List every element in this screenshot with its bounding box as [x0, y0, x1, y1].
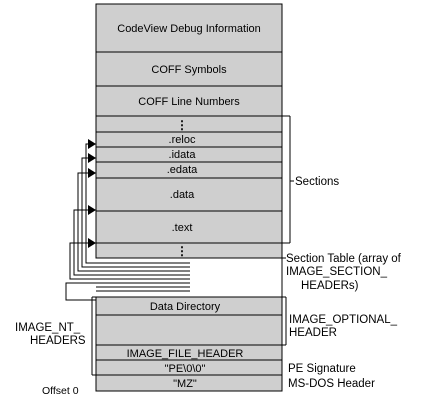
coff-line-numbers-label: COFF Line Numbers — [138, 96, 240, 108]
nt-headers-bracket — [91, 296, 96, 376]
codeview-label: CodeView Debug Information — [117, 23, 261, 35]
idata-label: .idata — [169, 149, 197, 161]
mz-value-label: "MZ" — [173, 378, 197, 390]
ellipsis-top-block — [95, 115, 283, 133]
optional-header-bracket — [282, 296, 287, 346]
offset-label: Offset 0 — [42, 385, 79, 397]
coff-symbols-label: COFF Symbols — [151, 64, 227, 76]
image-file-header-label: IMAGE_FILE_HEADER — [127, 348, 244, 360]
codeview-block — [95, 3, 283, 53]
section-table-label-line3: HEADERs) — [301, 280, 359, 292]
arrowhead-edata — [88, 168, 96, 178]
mz-block — [95, 374, 283, 392]
section-table-rows — [96, 257, 282, 292]
edata-label: .edata — [167, 164, 198, 176]
arrowhead-data — [88, 205, 96, 215]
arrowhead-reloc — [88, 139, 96, 149]
section-table-label-line1: Section Table (array of — [286, 253, 402, 265]
optional-header-label-line1: IMAGE_OPTIONAL_ — [289, 314, 398, 326]
arrowhead-idata — [88, 153, 96, 163]
text-label: .text — [172, 222, 193, 234]
sections-bracket — [282, 115, 294, 244]
nt-headers-label-line1: IMAGE_NT_ — [15, 322, 81, 334]
sections-label: Sections — [295, 176, 339, 188]
section-table-bracket — [281, 243, 286, 297]
arrowhead-text — [88, 238, 96, 248]
ellipsis-bottom-label: ⋮ — [176, 244, 188, 258]
reloc-label: .reloc — [169, 134, 196, 146]
ellipsis-bottom-block — [95, 242, 283, 259]
nt-headers-label-line2: HEADERS — [30, 335, 86, 347]
pe-signature-value-label: "PE\0\0" — [165, 363, 206, 375]
optional-header-rest-block — [95, 314, 283, 346]
msdos-header-label: MS-DOS Header — [288, 378, 375, 390]
section-table-label-line2: IMAGE_SECTION_ — [286, 266, 388, 278]
data-label: .data — [170, 189, 195, 201]
data-directory-label: Data Directory — [150, 301, 221, 313]
pe-signature-label: PE Signature — [288, 363, 356, 375]
coff-line-numbers-block — [95, 85, 283, 117]
ellipsis-top-label: ⋮ — [176, 118, 188, 132]
coff-symbols-block — [95, 51, 283, 87]
optional-header-label-line2: HEADER — [289, 327, 337, 339]
pointer-arrowheads — [88, 139, 96, 248]
section-pointer-lines — [65, 143, 96, 301]
